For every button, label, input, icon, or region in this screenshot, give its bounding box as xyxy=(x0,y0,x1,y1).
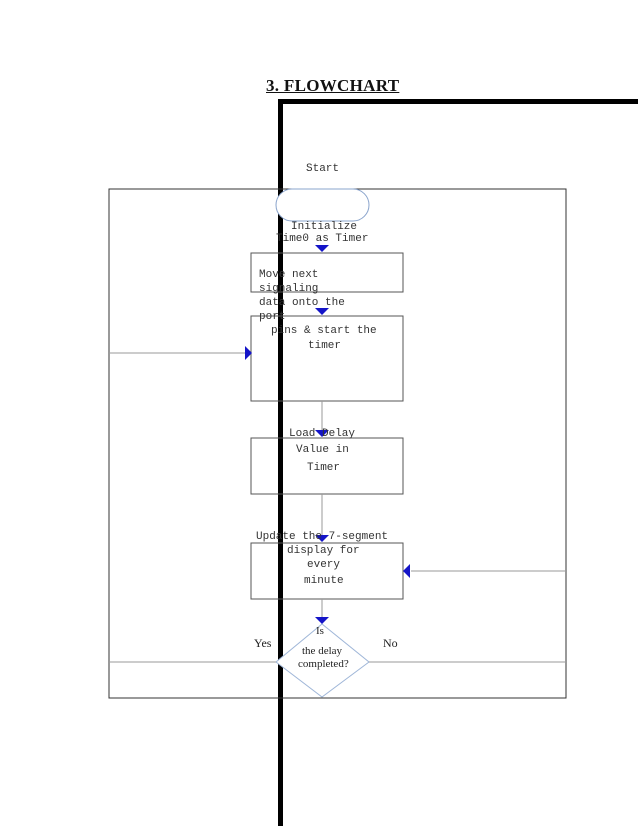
update-line-1: Update the 7-segment xyxy=(256,531,389,543)
decision-line-3: completed? xyxy=(298,658,349,670)
start-label: Start xyxy=(306,163,340,175)
frame-top-bar xyxy=(278,99,638,104)
init-line-1: Initialize xyxy=(291,221,358,233)
load-line-2: Value in xyxy=(296,444,349,456)
start-timer-box xyxy=(250,315,404,402)
move-line-4: port xyxy=(259,311,286,323)
load-line-1: Load Delay xyxy=(289,428,356,440)
arrow-into-load-box xyxy=(315,430,329,437)
connectors xyxy=(109,352,566,663)
update-line-4: minute xyxy=(304,575,344,587)
arrowheads xyxy=(245,245,410,624)
update-line-2: display for xyxy=(287,545,360,557)
update-line-3: every xyxy=(307,559,341,571)
decision-line-1: Is xyxy=(316,625,324,637)
decision-line-2: the delay xyxy=(302,645,343,657)
load-line-3: Timer xyxy=(307,462,341,474)
arrow-into-decision xyxy=(315,617,329,624)
load-delay-box xyxy=(250,437,404,495)
page-frame xyxy=(278,99,638,826)
move-line-1: Move next xyxy=(259,269,319,281)
arrow-into-timer-box xyxy=(315,308,329,315)
arrow-into-move-box xyxy=(315,245,329,252)
arrow-loop-into-update-box xyxy=(403,564,410,578)
start-terminal xyxy=(275,188,370,222)
init-line-2: Time0 as Timer xyxy=(276,233,369,245)
arrow-loop-into-timer-box xyxy=(245,346,252,360)
pins-line-1: pins & start the xyxy=(271,325,377,337)
decision-diamond xyxy=(275,623,370,698)
frame-left-bar xyxy=(278,99,283,826)
arrow-into-update-box xyxy=(315,535,329,542)
move-line-2: signaling xyxy=(259,283,319,295)
pins-line-2: timer xyxy=(308,340,342,352)
move-line-3: data onto the xyxy=(259,297,345,309)
yes-label: Yes xyxy=(254,636,272,650)
no-label: No xyxy=(383,636,398,650)
page-title: 3. FLOWCHART xyxy=(266,76,400,95)
move-data-box xyxy=(250,252,404,293)
